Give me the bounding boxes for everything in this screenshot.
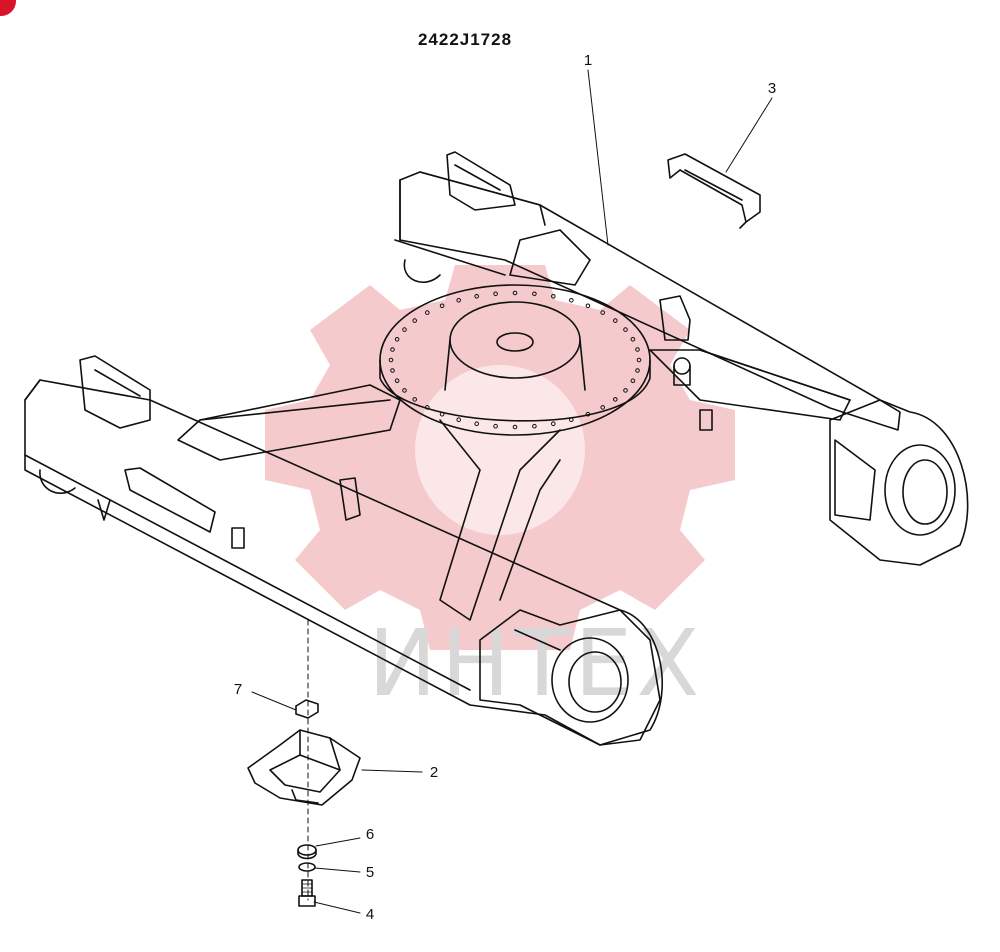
bolt-hole bbox=[585, 303, 591, 309]
bolt-hole bbox=[630, 337, 636, 342]
nut-plate-part-7 bbox=[251, 691, 319, 719]
diagram-title: 2422J1728 bbox=[417, 30, 513, 49]
lock-washer-part-5 bbox=[298, 862, 361, 873]
ring-bolt-holes bbox=[388, 290, 642, 430]
bolt-hole bbox=[425, 405, 430, 410]
bolt-hole bbox=[569, 298, 574, 303]
bolt-hole bbox=[512, 290, 518, 296]
watermark-text: ИНТЕХ bbox=[368, 610, 704, 717]
bolt-hole bbox=[613, 318, 618, 323]
rear-end-bracket bbox=[829, 399, 969, 566]
bolt-hole bbox=[630, 378, 636, 384]
clip-part-3 bbox=[667, 97, 773, 229]
bolt-hole bbox=[412, 397, 418, 402]
bolt-hole bbox=[425, 310, 430, 315]
callout-2: 2 bbox=[429, 764, 439, 781]
bolt-hole bbox=[532, 291, 537, 297]
bolt-hole bbox=[402, 327, 407, 332]
bolt-hole bbox=[551, 421, 556, 427]
bolt-hole bbox=[394, 378, 400, 384]
swing-bearing-ring bbox=[379, 284, 691, 436]
bolt-hole bbox=[390, 347, 395, 352]
bolt-hole bbox=[512, 424, 518, 430]
bolt-hole bbox=[474, 421, 480, 427]
washer-part-6 bbox=[297, 837, 361, 860]
bolt-hole bbox=[623, 327, 628, 332]
rear-side-beam bbox=[394, 151, 901, 431]
bolt-hole bbox=[388, 357, 394, 363]
callout-1: 1 bbox=[583, 52, 593, 69]
bolt-hole bbox=[623, 388, 628, 393]
track-guide-part-2 bbox=[247, 729, 423, 806]
bolt-hole bbox=[493, 423, 498, 429]
callout-6: 6 bbox=[365, 826, 375, 843]
callout-3: 3 bbox=[767, 80, 777, 97]
bolt-hole bbox=[402, 388, 407, 393]
bolt-hole bbox=[456, 298, 462, 303]
callout-5: 5 bbox=[365, 864, 375, 881]
bolt-hole bbox=[635, 368, 640, 373]
bolt-hole bbox=[394, 337, 400, 342]
bolt-hole bbox=[390, 368, 395, 373]
bolt-hole bbox=[474, 294, 480, 299]
bolt-hole bbox=[600, 310, 606, 315]
bolt-hole bbox=[493, 291, 498, 297]
bolt-hole bbox=[585, 411, 591, 417]
bolt-hole bbox=[636, 357, 642, 363]
bolt-hole bbox=[635, 347, 640, 352]
bolt-hole bbox=[412, 318, 418, 323]
bolt-hole bbox=[439, 303, 445, 309]
bolt-hole bbox=[439, 411, 445, 417]
bolt-part-4 bbox=[298, 879, 361, 914]
bolt-hole bbox=[532, 423, 537, 429]
bolt-hole bbox=[613, 397, 618, 402]
leader-line-1 bbox=[587, 69, 609, 246]
bolt-hole bbox=[600, 405, 606, 410]
front-end-bracket bbox=[479, 609, 663, 746]
front-side-beam bbox=[24, 355, 661, 746]
bolt-hole bbox=[569, 417, 574, 423]
bolt-hole bbox=[551, 294, 556, 299]
callout-7: 7 bbox=[233, 681, 243, 698]
callout-4: 4 bbox=[365, 906, 375, 923]
bolt-hole bbox=[456, 417, 462, 423]
